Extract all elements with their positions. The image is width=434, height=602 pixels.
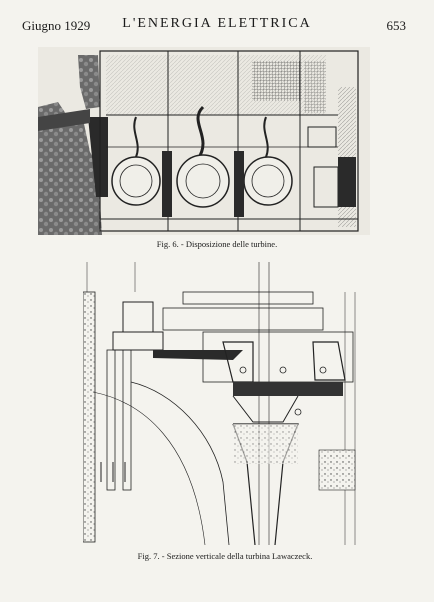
figure-7-caption: Fig. 7. - Sezione verticale della turbin…	[137, 551, 313, 561]
header-date: Giugno 1929	[22, 18, 91, 33]
page-header: Giugno 1929 L'ENERGIA ELETTRICA 653	[0, 14, 434, 34]
figure-7-drawing	[83, 262, 365, 545]
figure-6-caption: Fig. 6. - Disposizione delle turbine.	[156, 239, 278, 249]
page-number: 653	[386, 18, 407, 33]
figure-6-drawing	[38, 47, 370, 235]
journal-title: L'ENERGIA ELETTRICA	[122, 16, 312, 31]
figure-6-turbine-layout	[38, 47, 370, 235]
figure-7-turbine-section	[83, 262, 365, 545]
